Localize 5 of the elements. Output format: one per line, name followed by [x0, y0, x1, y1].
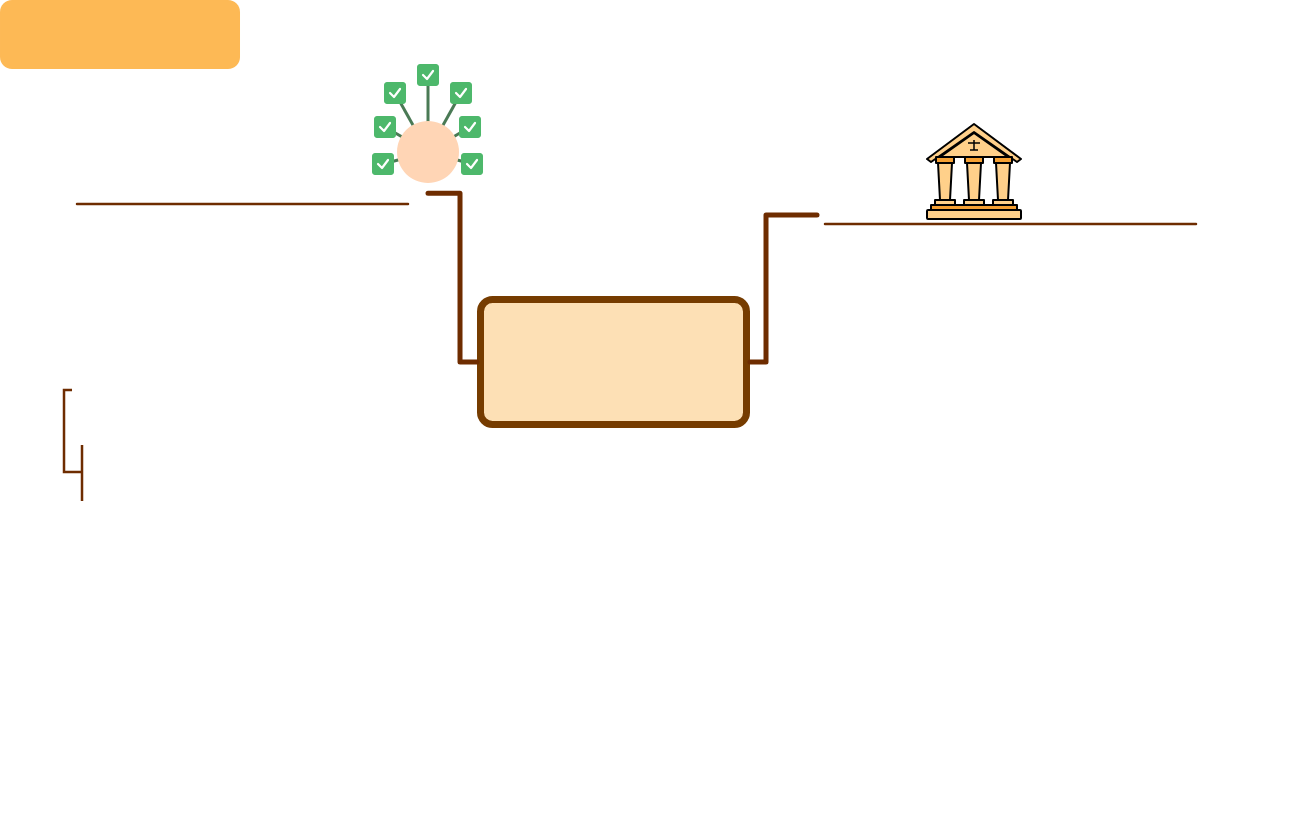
checklist-drawing — [372, 64, 483, 183]
process-box — [477, 296, 750, 428]
connector — [747, 212, 820, 365]
header-box — [0, 0, 240, 69]
connector — [425, 190, 480, 365]
